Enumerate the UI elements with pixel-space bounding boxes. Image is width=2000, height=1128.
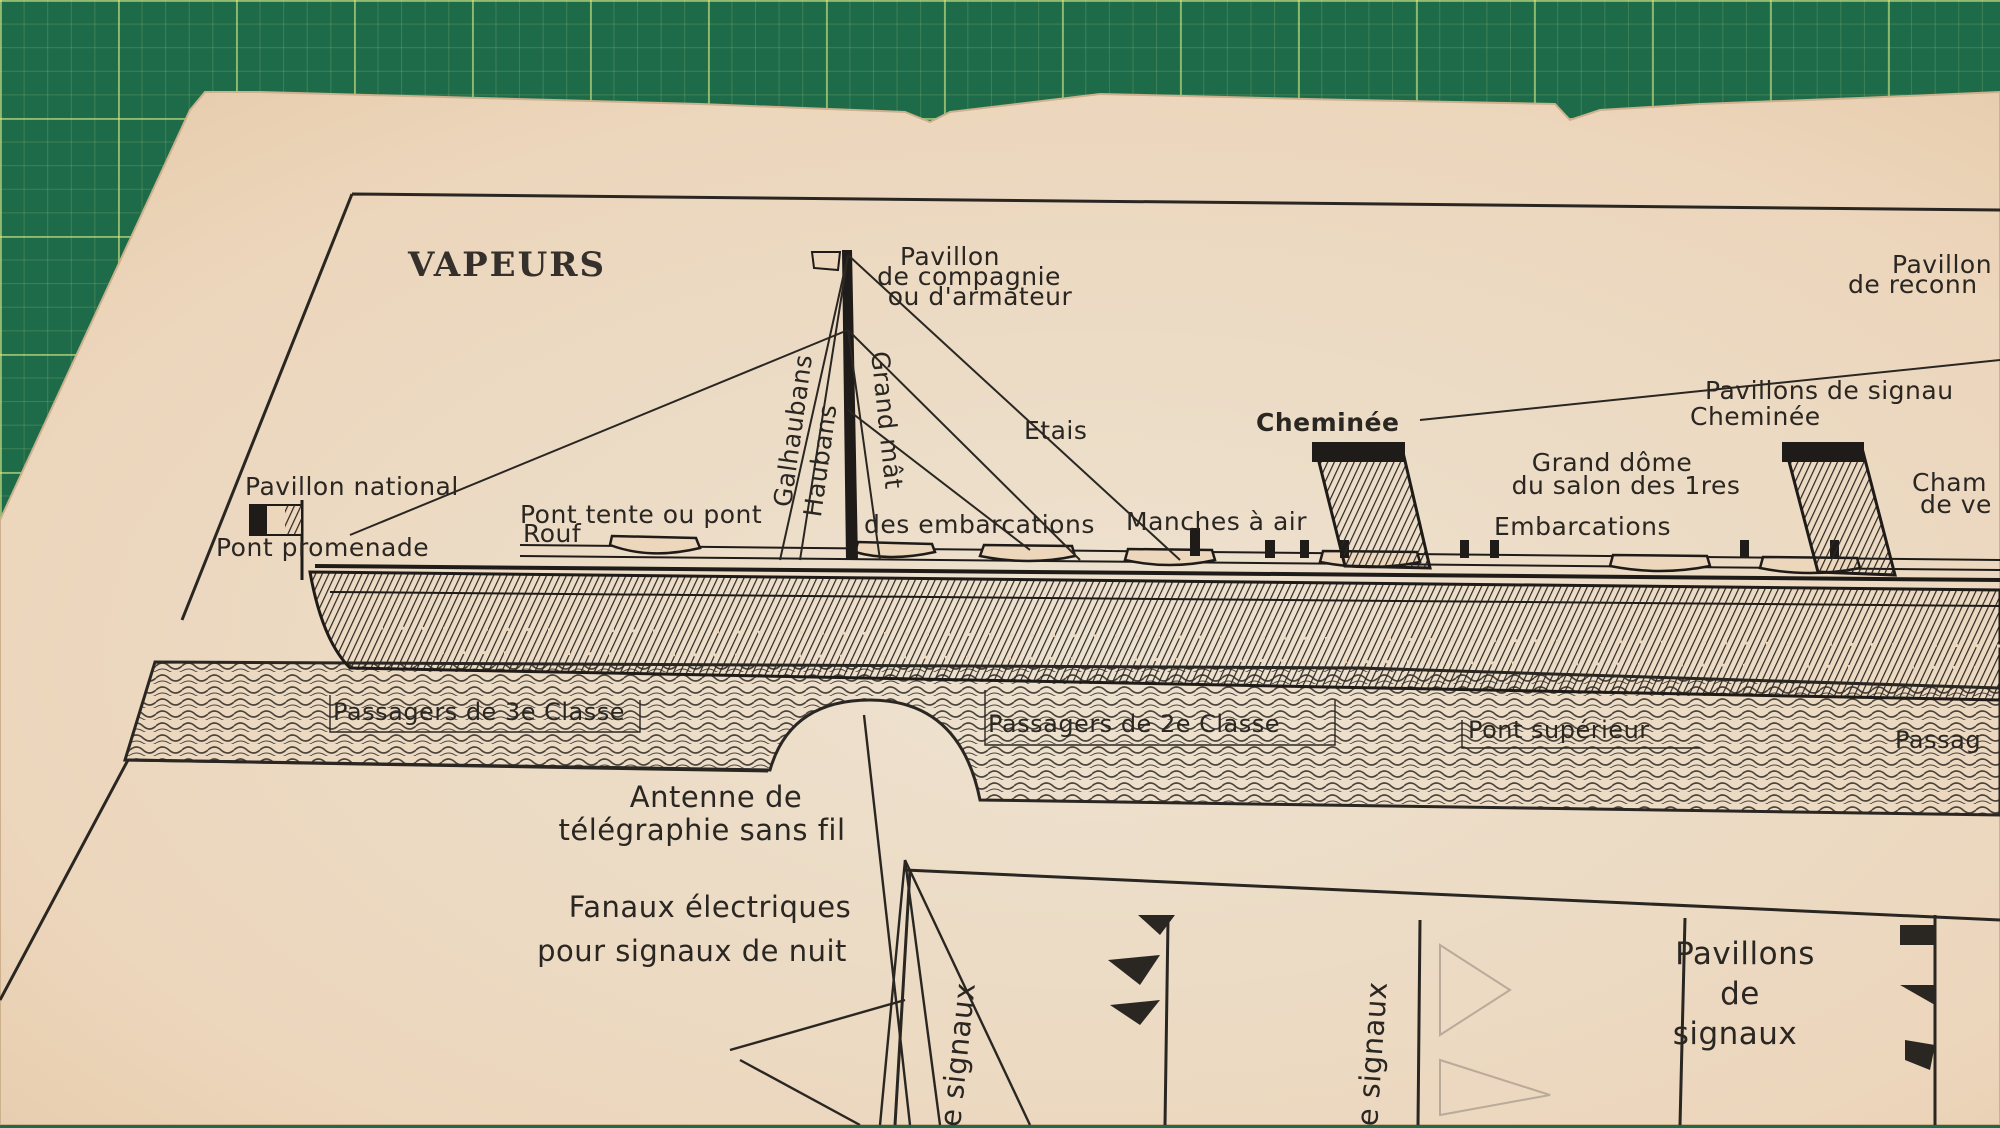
leader-lines	[329, 690, 1700, 749]
embarcations-label: Embarcations	[1494, 512, 1672, 541]
page-title: VAPEURS	[408, 245, 607, 285]
fanaux-label-2: pour signaux de nuit	[537, 934, 847, 968]
pont-superieur-label: Pont supérieur	[1468, 716, 1650, 744]
des-embarcations-label: des embarcations	[864, 510, 1095, 539]
cheminee-1-label: Cheminée	[1256, 408, 1400, 437]
passagers-3-label: Passagers de 3e Classe	[333, 698, 626, 726]
grand-dome-label-2: du salon des 1res	[1511, 471, 1741, 500]
cheminee-2-label: Cheminée	[1690, 402, 1821, 431]
right-edge-label-2: de ve	[1920, 490, 1992, 519]
rouf-label: Rouf	[523, 519, 582, 548]
sea	[125, 662, 2000, 815]
pavillon-compagnie-1: Pavillon	[899, 242, 1001, 271]
pont-promenade-label: Pont promenade	[216, 533, 430, 562]
antenne-label-2: télégraphie sans fil	[558, 813, 846, 847]
fanaux-label-1: Fanaux électriques	[568, 890, 852, 924]
deck-railing	[519, 544, 2000, 571]
pavillon-national-label: Pavillon national	[245, 472, 459, 501]
antenne-label-1: Antenne de	[629, 780, 803, 814]
passagers-2-label: Passagers de 2e Classe	[988, 710, 1281, 738]
main-mast	[842, 250, 858, 560]
national-flag	[249, 500, 304, 580]
manches-a-air-label: Manches à air	[1126, 507, 1307, 536]
engraving-frame	[0, 192, 2000, 1001]
ship-hull	[308, 570, 2000, 702]
pont-tente-label: Pont tente ou pont	[520, 500, 763, 529]
company-flag	[810, 251, 842, 272]
pavillons-box-label-1: Pavillons	[1675, 936, 1815, 972]
pavillon-compagnie-3: ou d'armateur	[887, 282, 1073, 311]
signal-panels	[893, 868, 2000, 1125]
faint-flags	[1439, 943, 1551, 1117]
right-edge-label-1: Cham	[1912, 468, 1987, 497]
grand-dome-label-1: Grand dôme	[1531, 448, 1693, 477]
pavillon-reconn-label-2: de reconn	[1848, 270, 1978, 299]
pavillon-compagnie-2: de compagnie	[877, 262, 1061, 291]
pavillons-box-label-3: signaux	[1672, 1016, 1798, 1052]
pavillons-signaux-label: Pavillons de signau	[1705, 376, 1954, 405]
signal-flags	[1108, 915, 1935, 1070]
etais-label: Etais	[1024, 416, 1088, 445]
pavillon-reconn-label-1: Pavillon	[1892, 250, 1993, 279]
lower-rigging	[729, 714, 1032, 1125]
passag-label: Passag	[1895, 726, 1982, 754]
pavillons-box-label-2: de	[1720, 976, 1760, 1012]
rigging	[349, 254, 2000, 561]
